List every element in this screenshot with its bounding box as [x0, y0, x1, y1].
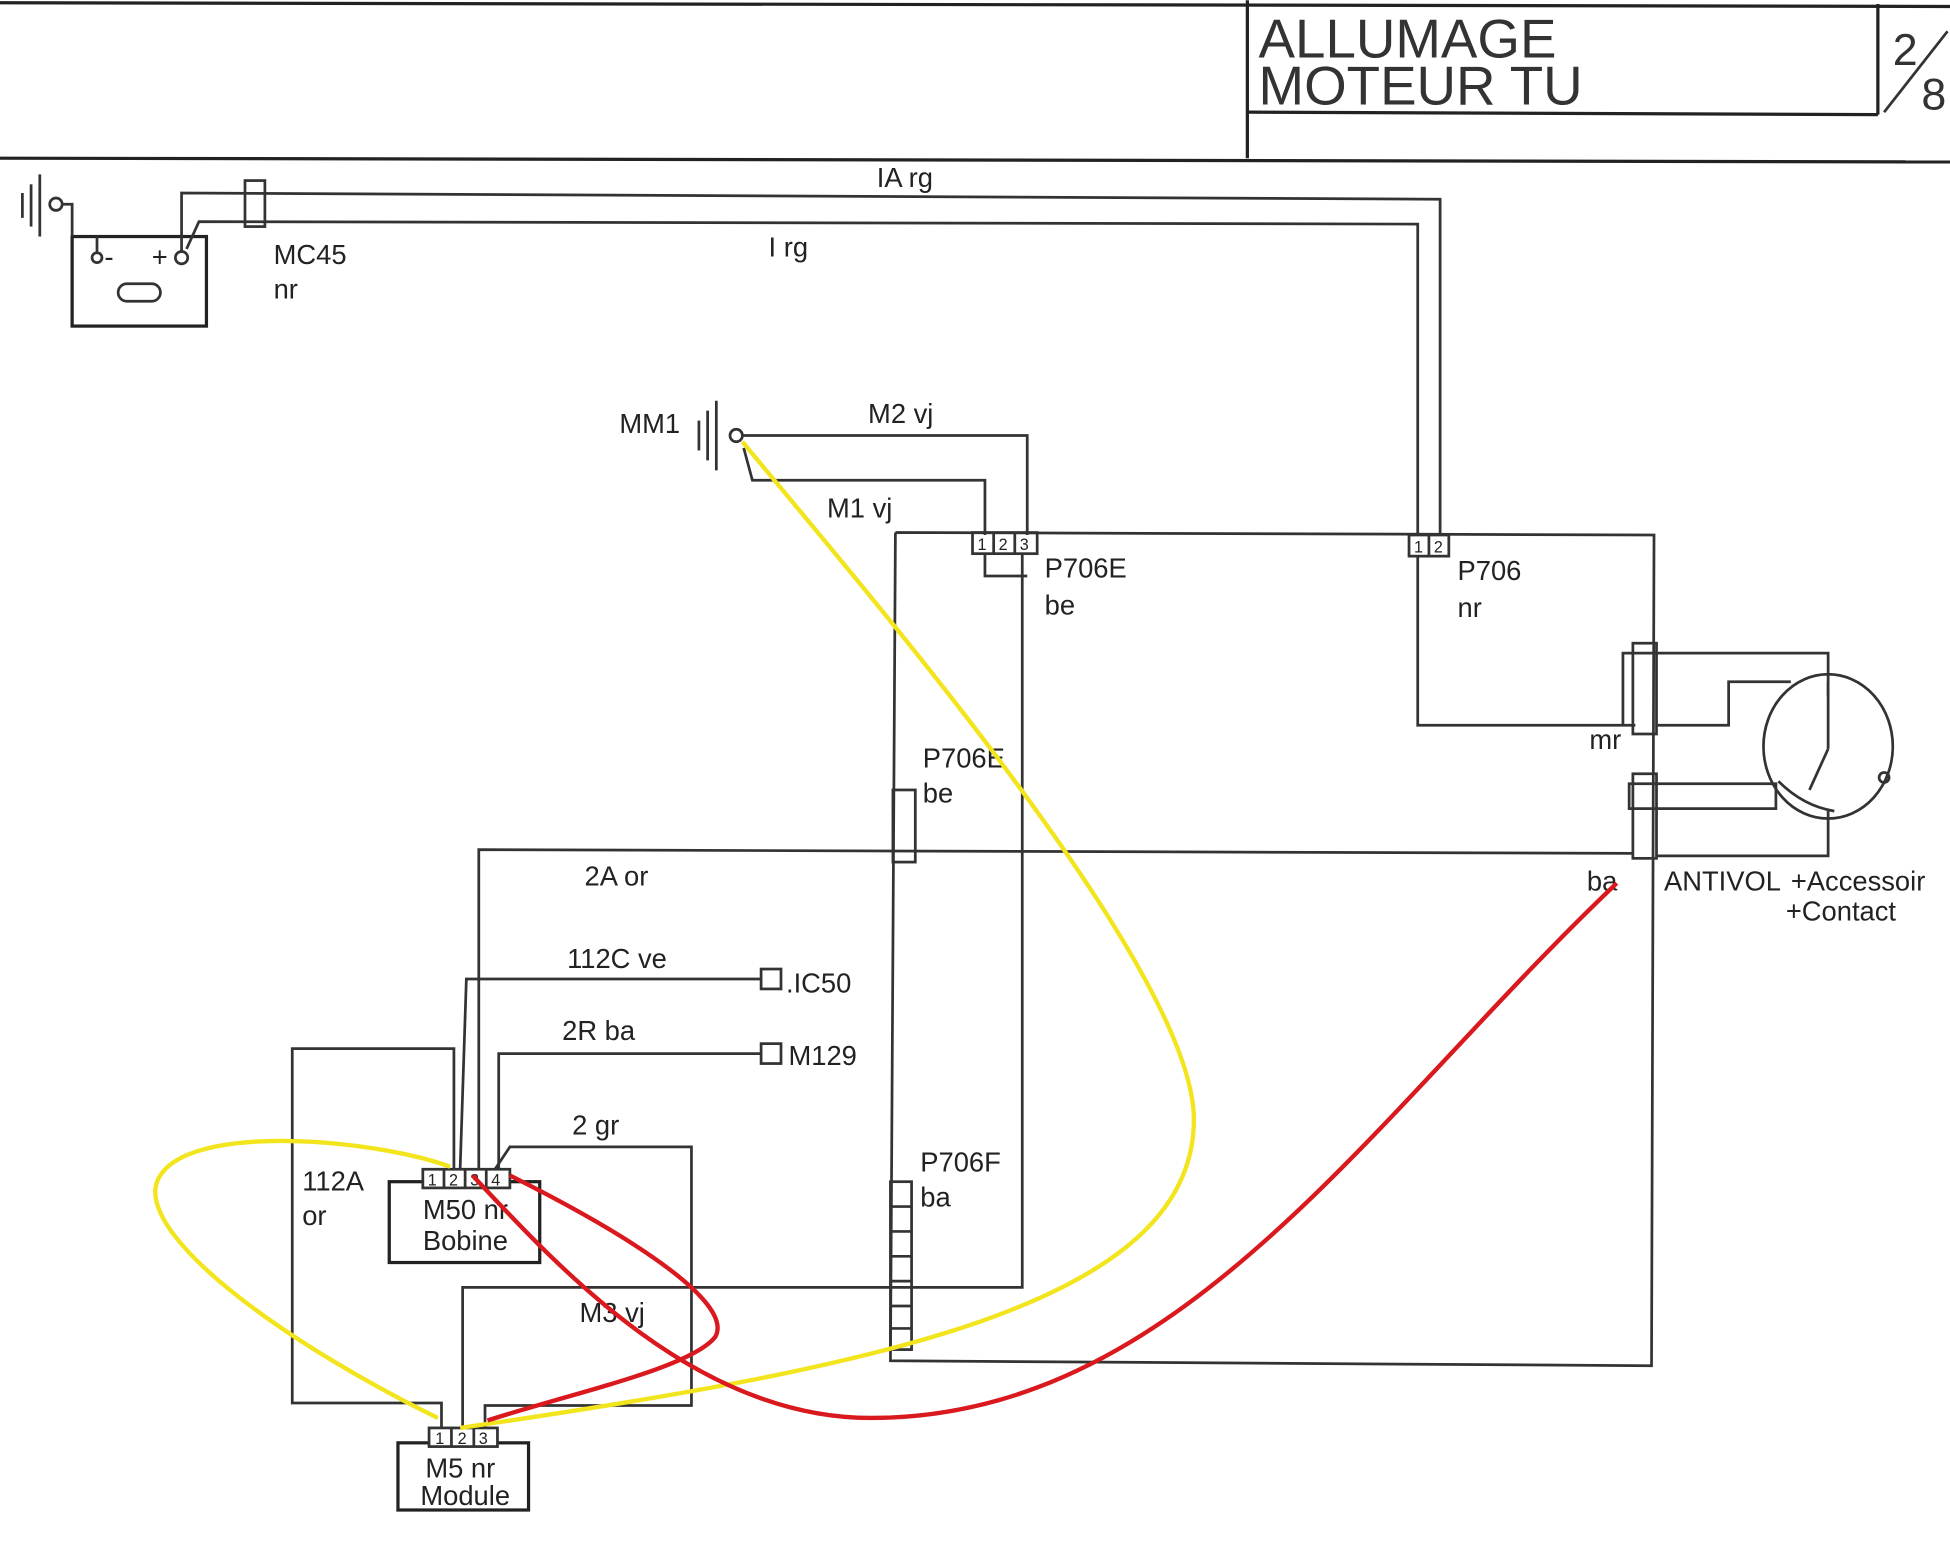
title-line-2: MOTEUR TU — [1259, 55, 1583, 117]
wire-112a-label: 112A — [302, 1165, 365, 1196]
p706e-mid-connector — [891, 788, 917, 864]
svg-text:2: 2 — [458, 1430, 467, 1448]
p706f-color: ba — [920, 1182, 951, 1213]
p706f-label: P706F — [920, 1147, 1001, 1178]
wire-2a-label: 2A or — [585, 861, 649, 892]
red-annotation-loop-1 — [470, 881, 1619, 1421]
wire-m2-label: M2 vj — [868, 398, 933, 429]
mc45-label: MC45 — [274, 239, 347, 270]
m5-type: Module — [420, 1480, 510, 1511]
p706f-connector — [889, 1180, 913, 1351]
antivol-label: ANTIVOL — [1664, 866, 1781, 897]
p706e-mid-label: P706E — [923, 743, 1005, 774]
antivol-color-bottom: ba — [1587, 866, 1618, 897]
svg-text:2: 2 — [1434, 538, 1443, 556]
ic50-label: .IC50 — [786, 968, 851, 999]
svg-text:1: 1 — [977, 536, 986, 554]
p706-color: nr — [1458, 592, 1482, 623]
svg-text:3: 3 — [1020, 536, 1029, 554]
wire-ia-label: IA rg — [877, 162, 933, 193]
antivol-switch — [1621, 641, 1895, 860]
m129-label: M129 — [788, 1040, 856, 1071]
sheet-number: 2 — [1893, 25, 1918, 75]
antivol-contact: +Contact — [1786, 896, 1897, 927]
p706e-mid-color: be — [923, 777, 953, 808]
ground-icon — [21, 174, 64, 237]
wire-i-label: I rg — [769, 231, 809, 262]
yellow-annotation-loop-1 — [459, 440, 1197, 1431]
mm1-label: MM1 — [619, 408, 680, 439]
antivol-accessoir: +Accessoir — [1791, 866, 1926, 897]
battery-minus: - — [104, 241, 113, 272]
svg-text:3: 3 — [479, 1430, 488, 1448]
svg-text:2: 2 — [999, 536, 1008, 554]
wire-m1-label: M1 vj — [827, 493, 892, 524]
battery-plus: + — [152, 241, 168, 272]
svg-text:1: 1 — [428, 1171, 437, 1189]
red-annotation-loop-2 — [486, 1173, 720, 1423]
sheet-total: 8 — [1921, 70, 1946, 120]
battery: - + — [21, 174, 209, 328]
ground-icon — [697, 400, 744, 471]
mc45-connector — [243, 179, 267, 228]
p706e-color: be — [1045, 590, 1075, 621]
m50-type: Bobine — [423, 1225, 508, 1256]
wire-112c-label: 112C ve — [567, 943, 667, 974]
wire-2r-label: 2R ba — [562, 1015, 636, 1046]
m5-label: M5 nr — [425, 1453, 495, 1484]
antivol-color-top: mr — [1589, 724, 1621, 755]
p706e-label: P706E — [1045, 552, 1127, 583]
svg-text:1: 1 — [435, 1430, 444, 1448]
svg-text:1: 1 — [1414, 538, 1423, 556]
title-line-1: ALLUMAGE — [1259, 7, 1557, 69]
svg-text:4: 4 — [491, 1171, 500, 1189]
svg-text:2: 2 — [449, 1171, 458, 1189]
yellow-annotation-loop-2 — [153, 1138, 451, 1420]
p706-label: P706 — [1458, 555, 1522, 586]
title-block: ALLUMAGE MOTEUR TU 2 8 — [0, 0, 1950, 164]
mc45-color: nr — [274, 274, 298, 305]
wire-112a-color: or — [302, 1200, 326, 1231]
wire-2-label: 2 gr — [572, 1109, 619, 1140]
